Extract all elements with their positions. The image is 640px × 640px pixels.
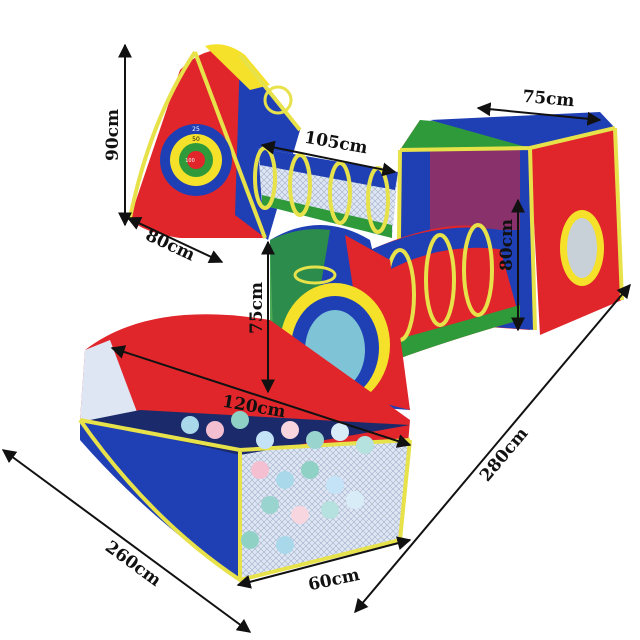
target-ring-label: 100 — [185, 158, 195, 164]
target-ring-label: 25 — [192, 126, 200, 133]
dimension-arrows — [1, 43, 631, 633]
upper-tunnel — [253, 146, 398, 238]
cube-height-label: 80cm — [497, 219, 517, 271]
tunnel-length-label: 105cm — [303, 128, 369, 159]
cube-width-label: 75cm — [522, 87, 576, 111]
pit-tent-height-label: 75cm — [247, 282, 267, 334]
target-ring-label: 50 — [192, 136, 200, 143]
pit-side-label: 60cm — [306, 565, 361, 595]
tent-height-label: 90cm — [103, 109, 123, 161]
dartboard — [160, 124, 232, 196]
